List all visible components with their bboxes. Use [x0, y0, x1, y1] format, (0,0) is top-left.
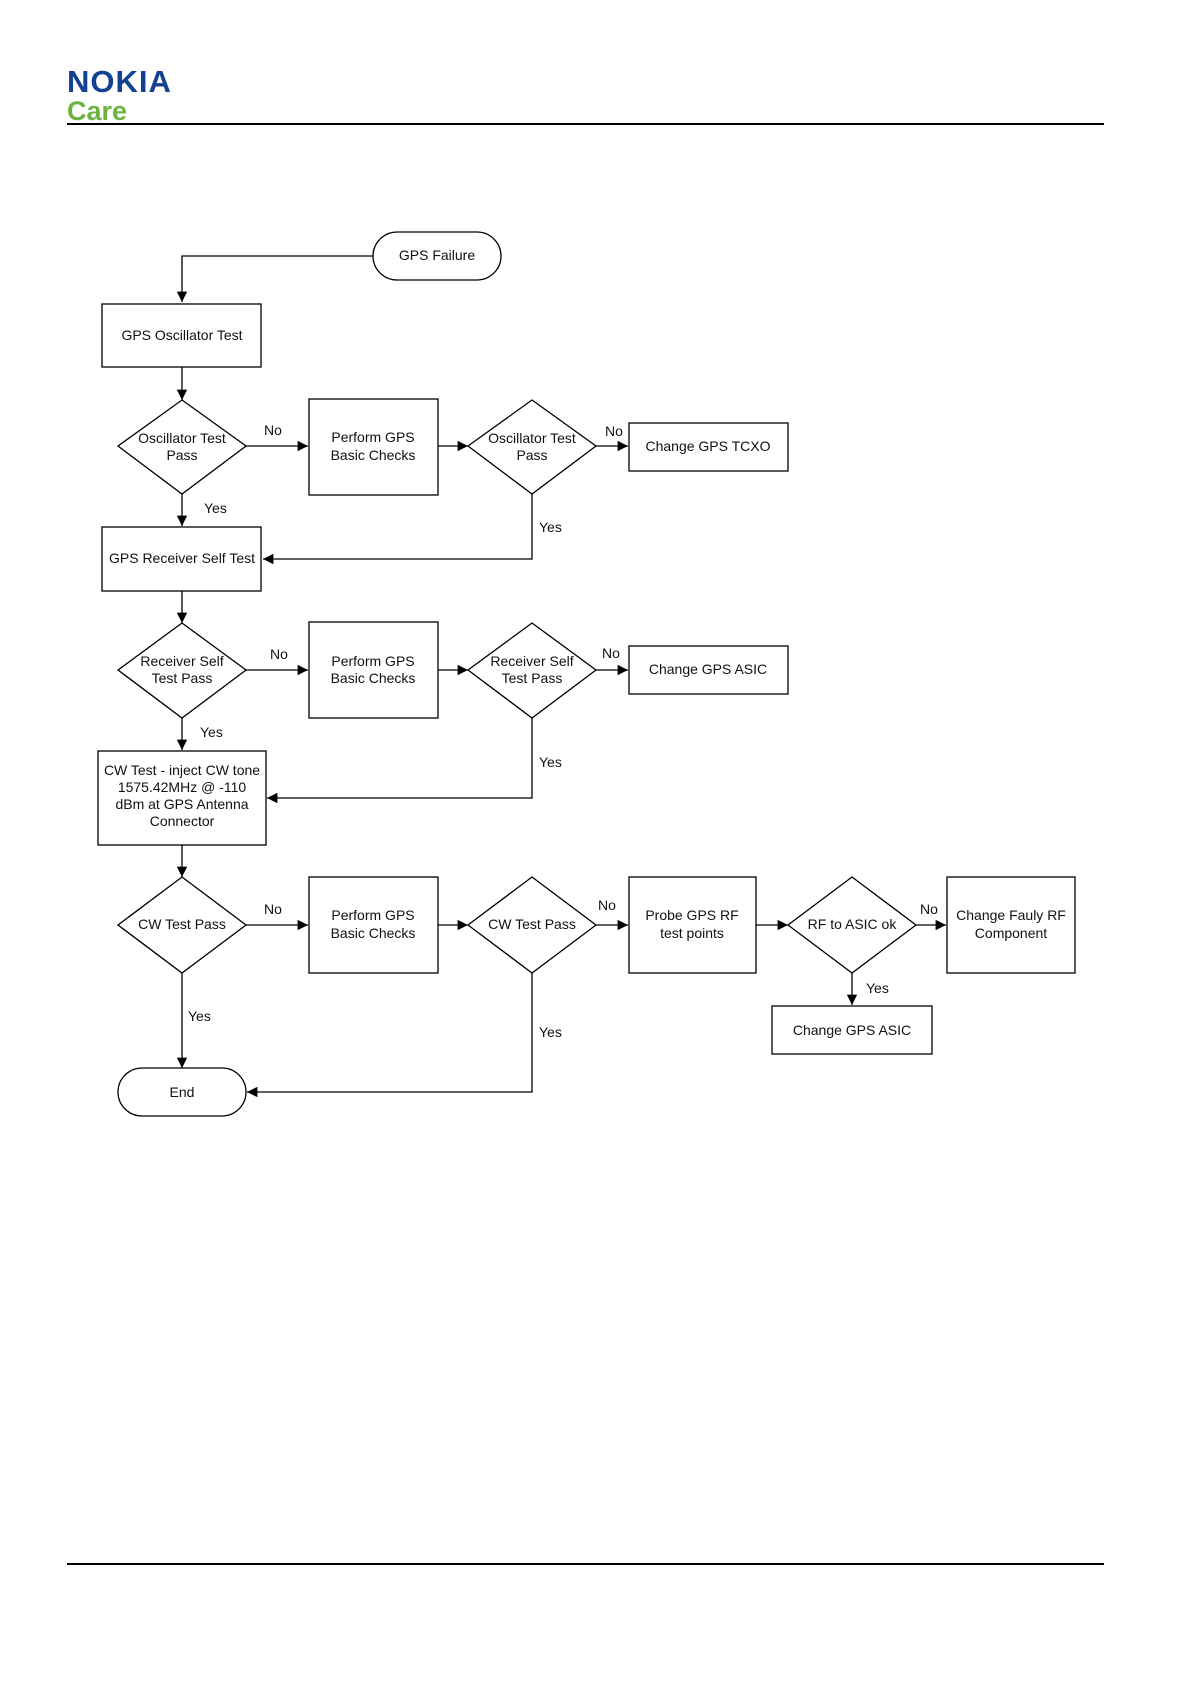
decision-diamonds	[116, 399, 918, 974]
rx-self-test-label: GPS Receiver Self Test	[109, 550, 255, 566]
basic-checks-3-line-2: Basic Checks	[331, 925, 416, 941]
process-change-tcxo	[628, 422, 789, 472]
process-probe-rf	[628, 876, 757, 974]
basic-checks-2-line-1: Perform GPS	[331, 653, 414, 669]
decision-osc-pass-2	[466, 399, 598, 495]
edge-label-yes: Yes	[866, 980, 889, 996]
decision-rx-pass-1	[116, 622, 248, 719]
process-change-asic-2	[771, 1005, 933, 1055]
rx-pass-2-line-2: Test Pass	[502, 670, 563, 686]
rf-asic-ok-label: RF to ASIC ok	[808, 916, 898, 932]
nokia-care-logo: NOKIA Care	[67, 66, 172, 125]
basic-checks-1-line-2: Basic Checks	[331, 447, 416, 463]
terminator-start: GPS Failure	[372, 231, 502, 281]
edge-label-yes: Yes	[539, 754, 562, 770]
rx-pass-1-line-2: Test Pass	[152, 670, 213, 686]
decision-rf-asic-ok	[786, 876, 918, 974]
osc-pass-2-line-2: Pass	[516, 447, 547, 463]
process-osc-test	[101, 303, 262, 368]
process-rx-self-test	[101, 526, 262, 592]
edge-label-no: No	[605, 423, 623, 439]
edge-label-yes: Yes	[200, 724, 223, 740]
edge-label-yes: Yes	[539, 1024, 562, 1040]
header-rule	[67, 123, 1104, 125]
rx-pass-1-line-1: Receiver Self	[140, 653, 223, 669]
osc-test-label: GPS Oscillator Test	[121, 327, 242, 343]
cw-pass-1-label: CW Test Pass	[138, 916, 226, 932]
osc-pass-1-line-2: Pass	[166, 447, 197, 463]
cw-test-line-4: Connector	[150, 813, 215, 829]
edge-label-no: No	[602, 645, 620, 661]
terminator-start-label: GPS Failure	[399, 247, 475, 263]
change-tcxo-label: Change GPS TCXO	[645, 438, 770, 454]
edge-label-yes: Yes	[188, 1008, 211, 1024]
edge-label-yes: Yes	[539, 519, 562, 535]
osc-pass-1-line-1: Oscillator Test	[138, 430, 226, 446]
change-asic-2-label: Change GPS ASIC	[793, 1022, 911, 1038]
edge-label-no: No	[270, 646, 288, 662]
decision-cw-pass-2	[466, 876, 598, 974]
change-rf-line-1: Change Fauly RF	[956, 907, 1066, 923]
osc-pass-2-line-1: Oscillator Test	[488, 430, 576, 446]
process-boxes	[97, 303, 1076, 1055]
cw-pass-2-label: CW Test Pass	[488, 916, 576, 932]
logo-wordmark-care: Care	[67, 96, 128, 126]
terminator-end: End	[117, 1067, 247, 1117]
process-change-asic-1	[628, 645, 789, 695]
decision-osc-pass-1	[116, 399, 248, 495]
process-basic-checks-2	[308, 621, 439, 719]
connector-osc-decision2-yes	[263, 494, 533, 565]
edge-label-no: No	[264, 901, 282, 917]
terminator-end-label: End	[170, 1084, 195, 1100]
process-change-rf	[946, 876, 1076, 974]
edge-label-yes: Yes	[204, 500, 227, 516]
connector-start-to-osc-test	[176, 255, 373, 302]
process-basic-checks-3	[308, 876, 439, 974]
cw-test-line-3: dBm at GPS Antenna	[115, 796, 248, 812]
edge-label-no: No	[264, 422, 282, 438]
connector-cw-decision2-yes	[246, 973, 533, 1098]
basic-checks-2-line-2: Basic Checks	[331, 670, 416, 686]
edge-label-no: No	[920, 901, 938, 917]
footer-rule	[67, 1563, 1104, 1565]
process-cw-test	[97, 750, 267, 846]
rx-pass-2-line-1: Receiver Self	[490, 653, 573, 669]
edge-label-no: No	[598, 897, 616, 913]
connector-rx-decision2-yes	[267, 718, 533, 804]
cw-test-line-1: CW Test - inject CW tone	[104, 762, 260, 778]
process-basic-checks-1	[308, 398, 439, 496]
decision-rx-pass-2	[466, 622, 598, 719]
change-rf-line-2: Component	[975, 925, 1047, 941]
basic-checks-1-line-1: Perform GPS	[331, 429, 414, 445]
cw-test-line-2: 1575.42MHz @ -110	[118, 779, 247, 795]
probe-rf-line-2: test points	[660, 925, 724, 941]
decision-cw-pass-1	[116, 876, 248, 974]
connectors	[176, 255, 946, 1098]
probe-rf-line-1: Probe GPS RF	[645, 907, 738, 923]
logo-wordmark-nokia: NOKIA	[67, 64, 172, 99]
change-asic-1-label: Change GPS ASIC	[649, 661, 767, 677]
basic-checks-3-line-1: Perform GPS	[331, 907, 414, 923]
